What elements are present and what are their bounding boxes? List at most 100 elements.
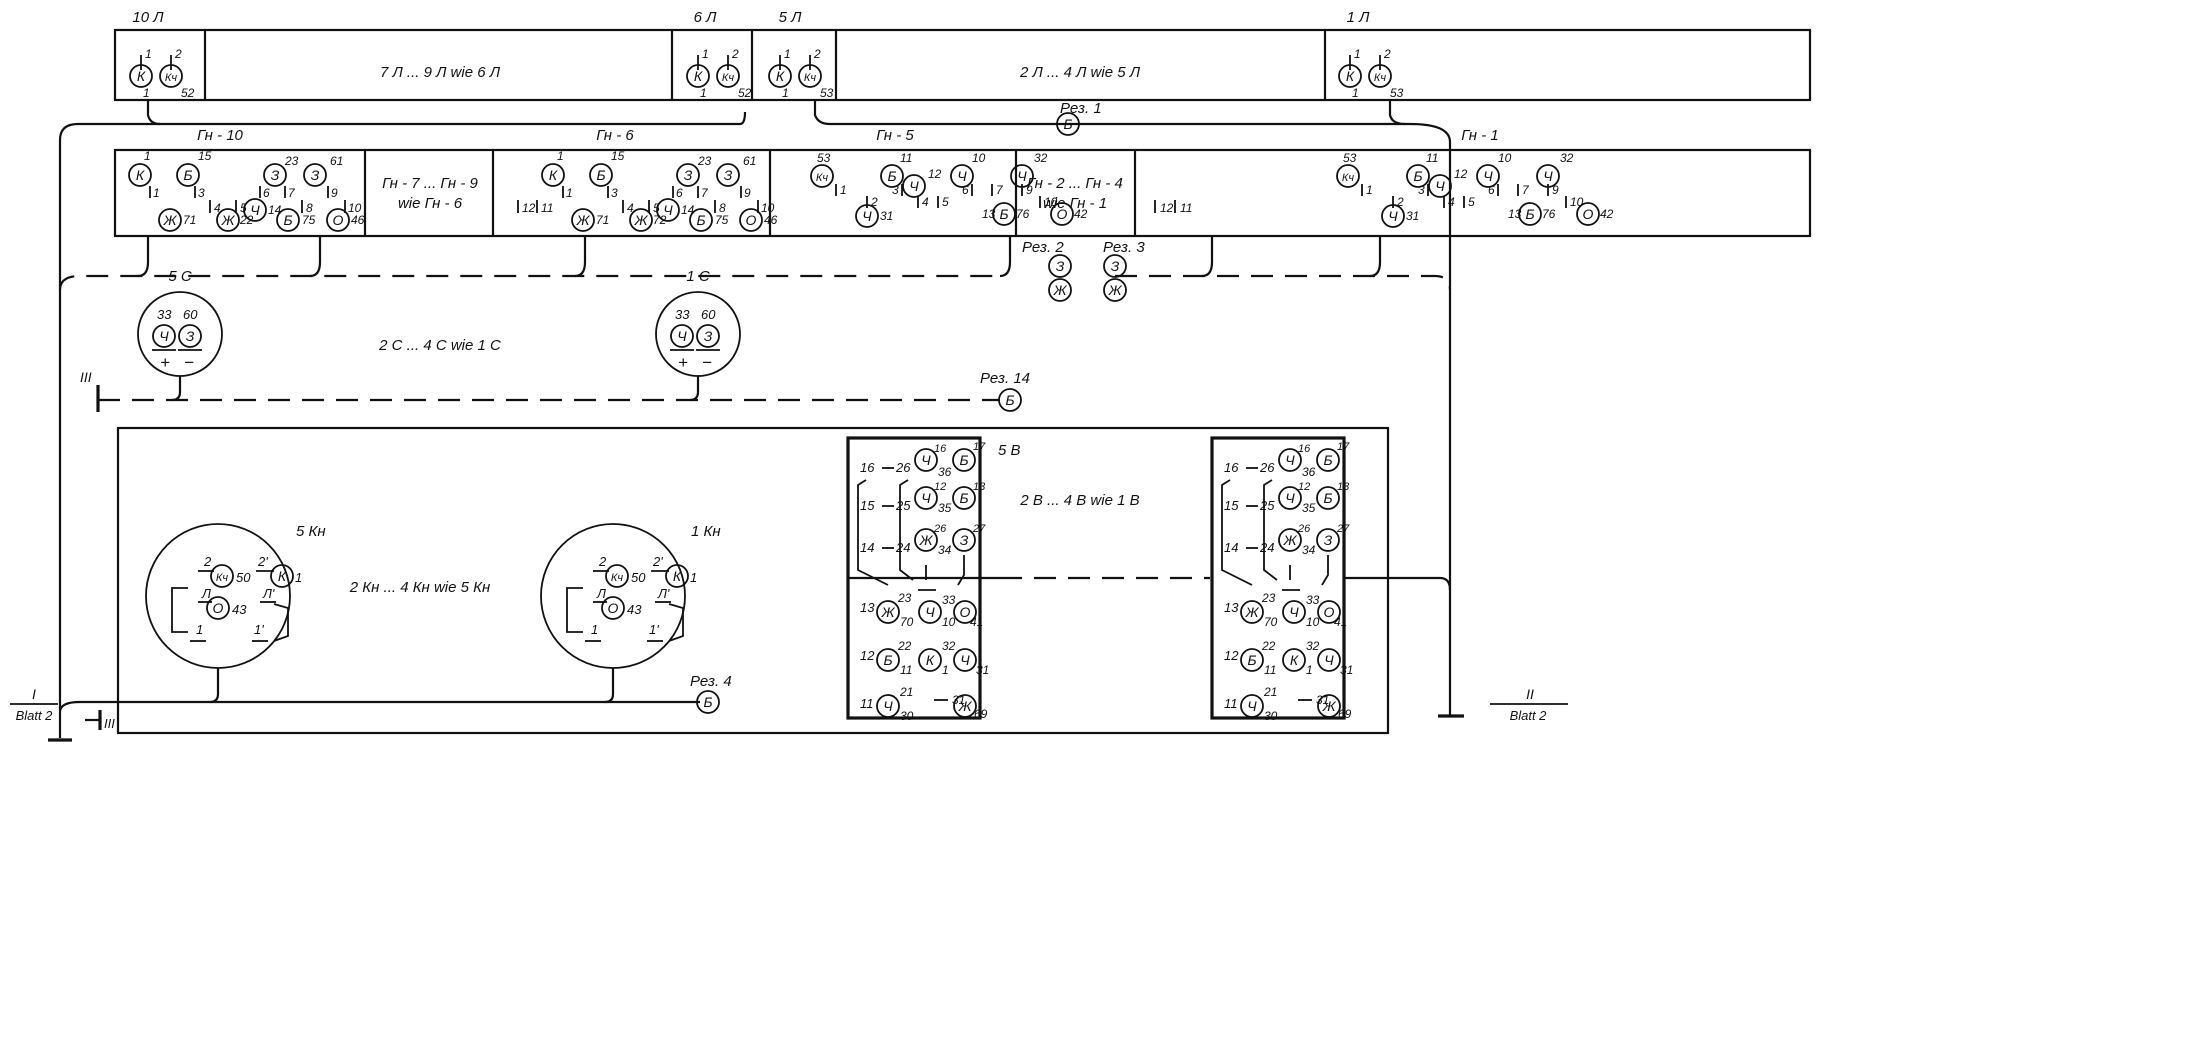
res-2-zh-glyph: Ж: [1053, 282, 1068, 298]
res-14-label: Рез. 14: [980, 370, 1030, 387]
b5-num: 10: [942, 615, 956, 629]
res-4-terminal-glyph: Б: [703, 694, 712, 710]
gn-ch-circle: [1476, 164, 1500, 188]
kn1-num: 1: [591, 622, 598, 637]
gn-b-circle: [176, 163, 200, 187]
gn-ch-circle: [902, 174, 926, 198]
gn-b-circle: [992, 202, 1016, 226]
res-14-terminal-circle: [998, 388, 1022, 412]
c1-z-glyph: З: [704, 328, 713, 344]
b1-zh-glyph: Ж: [1245, 604, 1260, 620]
b5-num: 31: [976, 663, 989, 677]
pin-num: 1: [1354, 47, 1361, 61]
k-terminal-circle: [1338, 64, 1362, 88]
gn-num: 32: [1034, 151, 1048, 165]
gn-num: 8: [719, 201, 726, 215]
b1-outline: [1210, 436, 1346, 720]
b5-num: 1: [942, 663, 949, 677]
b5-num: 13: [973, 481, 986, 493]
pin-num: 1: [1352, 86, 1359, 100]
gn-drop: [137, 236, 150, 278]
res-2-z-glyph: З: [1056, 258, 1065, 274]
gn-num: 42: [1600, 207, 1614, 221]
b5-num: 36: [938, 465, 952, 479]
gn-num: 11: [900, 151, 912, 165]
gn-zh-circle: [571, 208, 595, 232]
b1-zh-glyph: Ж: [1322, 698, 1337, 714]
res-3-zh-glyph: Ж: [1108, 282, 1123, 298]
b1-z-circle: [1316, 528, 1340, 552]
bus-upper-right: [813, 100, 1452, 715]
b1-o-glyph: О: [1324, 604, 1335, 620]
b5-b-circle: [876, 648, 900, 672]
kch-terminal-glyph: Кч: [165, 72, 177, 84]
b1-num: 24: [1259, 540, 1274, 555]
gn-b-glyph: Б: [887, 168, 896, 184]
kn5-drop: [209, 668, 220, 704]
gn-num: 15: [611, 149, 625, 163]
terminal-strip-outline: [113, 28, 1812, 102]
gn-ch-circle: [1381, 204, 1405, 228]
pin-num: 1: [145, 47, 152, 61]
kn5-num: 1: [196, 622, 203, 637]
kn5-num: 50: [236, 570, 251, 585]
socket-strip-outline: [113, 148, 1812, 238]
gn-o-circle: [739, 208, 763, 232]
b1-num: 32: [1306, 639, 1320, 653]
gn-ch-glyph: Ч: [663, 202, 673, 218]
b1-b-glyph: Б: [1323, 452, 1332, 468]
b1-num: 1: [1306, 663, 1313, 677]
gn-num: 13: [982, 207, 996, 221]
b1-num: 31: [1340, 663, 1353, 677]
gn-num: 14: [681, 203, 695, 217]
kn1-drop: [604, 668, 615, 704]
res-1-terminal-circle: [1056, 112, 1080, 136]
bus-res4: [58, 700, 700, 713]
res-14-terminal-glyph: Б: [1005, 392, 1014, 408]
gn-num: 1: [1366, 183, 1373, 197]
gn-z-circle: [263, 163, 287, 187]
pin-num: 1: [784, 47, 791, 61]
b5-ch-circle: [876, 694, 900, 718]
kn1-k-glyph: К: [673, 568, 682, 584]
gn-ch-glyph: Ч: [862, 208, 872, 224]
b5-ch-glyph: Ч: [883, 698, 893, 714]
gn-z-glyph: З: [724, 167, 733, 183]
pin-num: 52: [738, 86, 752, 100]
b5-num: 26: [933, 523, 947, 535]
gn-num: 23: [697, 154, 712, 168]
gn-num: 71: [183, 213, 196, 227]
b5-link: [957, 555, 965, 586]
gn-num: 10: [1498, 151, 1512, 165]
b5-b-circle: [952, 486, 976, 510]
gn-num: 7: [701, 186, 709, 200]
k-terminal-glyph: К: [1346, 68, 1355, 84]
b5-link: [857, 479, 889, 586]
gn-zh-circle: [158, 208, 182, 232]
res-3-z-circle: [1103, 254, 1127, 278]
b5-z-glyph: З: [960, 532, 969, 548]
c5-ch-glyph: Ч: [159, 328, 169, 344]
wie-kn-label: 2 Кн ... 4 Кн wie 5 Кн: [349, 579, 491, 596]
kn1-num: Л: [596, 586, 606, 601]
b1-num: 70: [1264, 615, 1278, 629]
gn-ch-circle: [243, 198, 267, 222]
b1-num: 69: [1338, 707, 1352, 721]
b5-num: 70: [900, 615, 914, 629]
pin-num: 2: [1383, 47, 1391, 61]
sheet-ref-right-sheet: Blatt 2: [1510, 708, 1548, 723]
b5-num: 16: [934, 443, 947, 455]
kn5-label: 5 Кн: [296, 523, 326, 540]
b5-ch-glyph: Ч: [925, 604, 935, 620]
gn-ch-circle: [855, 204, 879, 228]
b1-num: 23: [1261, 591, 1276, 605]
c5-plus: +: [160, 353, 170, 372]
gn-num: 46: [351, 213, 365, 227]
b1-zh-glyph: Ж: [1283, 532, 1298, 548]
b5-num: 30: [900, 709, 914, 723]
b5-num: 12: [934, 481, 946, 493]
gn-ch-circle: [656, 198, 680, 222]
gn-num: 1: [840, 183, 847, 197]
gn-b-circle: [880, 164, 904, 188]
